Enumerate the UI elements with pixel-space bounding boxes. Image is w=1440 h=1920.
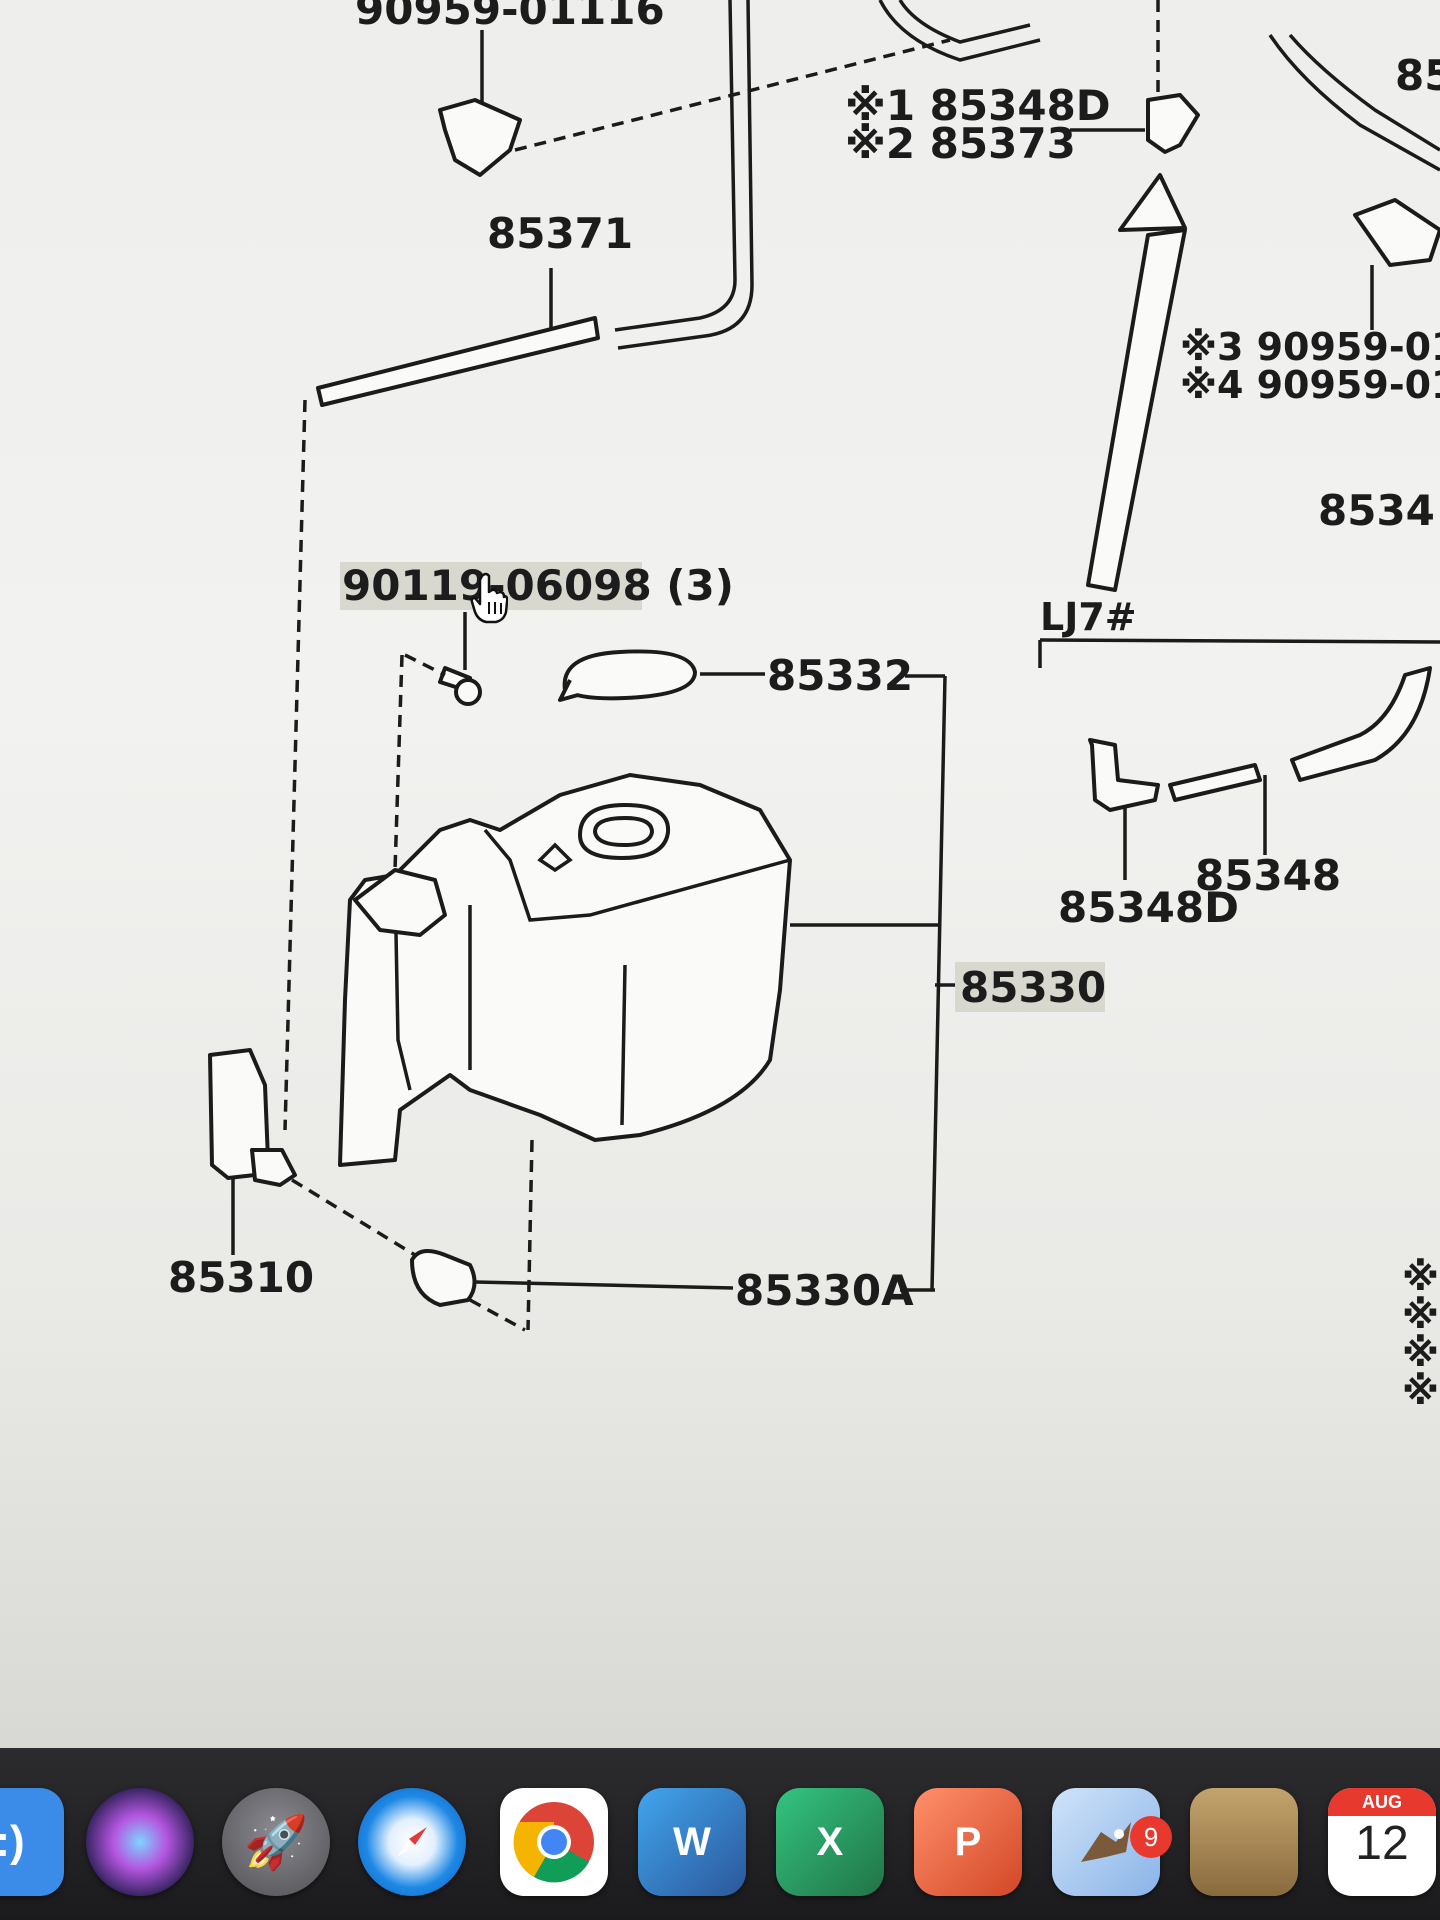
hand-pointer-cursor-icon	[470, 572, 508, 624]
dock-chrome-icon[interactable]	[500, 1788, 608, 1896]
elbow-connector-icon	[1088, 738, 1160, 812]
nozzle-icon	[1146, 93, 1200, 154]
washer-hose-icon	[316, 316, 600, 407]
svg-text:※: ※	[1402, 1369, 1439, 1413]
chrome-logo-icon	[513, 1802, 594, 1883]
parts-diagram-screen: 90959-01116 85371 ※1 85348D ※2 85373 85 …	[0, 0, 1440, 1750]
label-right-partial[interactable]: 8534	[1318, 486, 1435, 535]
dock-safari-icon[interactable]	[358, 1788, 466, 1896]
tank-cap-icon	[562, 649, 697, 701]
calendar-month: AUG	[1362, 1791, 1402, 1812]
grommet-icon	[410, 1249, 477, 1307]
label-pump[interactable]: 85310	[168, 1253, 314, 1302]
label-hose-alt-2[interactable]: ※2 85373	[845, 119, 1076, 168]
dock-word-icon[interactable]: W	[638, 1788, 746, 1896]
label-bolt[interactable]: 90119-06098 (3)	[342, 561, 734, 610]
label-variant-hose[interactable]: 85348	[1195, 851, 1341, 900]
tank-label-highlight	[955, 962, 1105, 1012]
macos-dock: :) 🚀 W X P AUG 12	[0, 1748, 1440, 1920]
label-grommet[interactable]: 85330A	[735, 1266, 914, 1315]
calendar-day: 12	[1355, 1817, 1409, 1870]
svg-text:※: ※	[1402, 1255, 1439, 1299]
compass-needle-icon	[397, 1827, 427, 1857]
label-variant[interactable]: LJ7#	[1040, 595, 1137, 639]
label-tank[interactable]: 85330	[960, 963, 1106, 1012]
eagle-stamp-icon	[1081, 1822, 1131, 1862]
dock-siri-icon[interactable]	[86, 1788, 194, 1896]
label-variant-elbow[interactable]: 85348D	[1058, 883, 1239, 932]
inline-connector-icon	[1168, 763, 1262, 802]
label-hose-alt-1[interactable]: ※1 85348D	[845, 81, 1111, 130]
washer-tank-icon	[338, 773, 792, 1167]
label-cap[interactable]: 85332	[767, 651, 913, 700]
up-arrow-icon	[1118, 173, 1187, 232]
dock-notes-icon[interactable]	[1190, 1788, 1298, 1896]
mail-unread-badge: 9	[1130, 1816, 1172, 1858]
label-clamp-right-1[interactable]: ※3 90959-01	[1180, 325, 1440, 369]
label-hose[interactable]: 85371	[487, 209, 633, 258]
windshield-washer-parts-diagram: 90959-01116 85371 ※1 85348D ※2 85373 85 …	[168, 0, 1440, 1413]
dock-powerpoint-icon[interactable]: P	[914, 1788, 1022, 1896]
vertical-hose-icon	[1086, 228, 1187, 592]
svg-text:※: ※	[1402, 1293, 1439, 1337]
right-clamp-icon	[1353, 198, 1440, 267]
dock-excel-icon[interactable]: X	[776, 1788, 884, 1896]
svg-text:※: ※	[1402, 1331, 1439, 1375]
label-top-right-partial[interactable]: 85	[1395, 51, 1440, 100]
dock-finder-icon[interactable]: :)	[0, 1788, 64, 1896]
label-clamp-right-2[interactable]: ※4 90959-01	[1180, 363, 1440, 407]
dock-launchpad-icon[interactable]: 🚀	[222, 1788, 330, 1896]
label-clamp-top[interactable]: 90959-01116	[355, 0, 665, 34]
hose-clamp-icon	[438, 98, 522, 177]
dock-calendar-icon[interactable]: AUG 12	[1328, 1788, 1436, 1896]
variant-hose-icon	[1290, 666, 1432, 782]
